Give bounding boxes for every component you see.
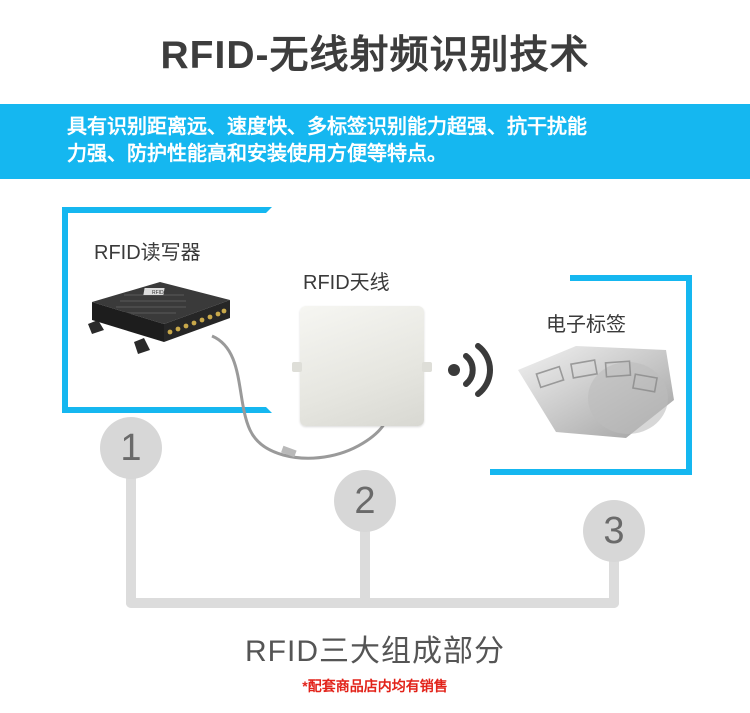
feature-description: 具有识别距离远、速度快、多标签识别能力超强、抗干扰能 力强、防护性能高和安装使用…: [67, 114, 707, 168]
tag-frame-bottom: [490, 469, 692, 475]
step-2-badge: 2: [334, 470, 396, 532]
wireless-signal-icon: [448, 343, 493, 397]
feature-line-2: 力强、防护性能高和安装使用方便等特点。: [67, 143, 447, 165]
step-3-badge: 3: [583, 500, 645, 562]
feature-banner: 具有识别距离远、速度快、多标签识别能力超强、抗干扰能 力强、防护性能高和安装使用…: [0, 104, 750, 179]
feature-line-1: 具有识别距离远、速度快、多标签识别能力超强、抗干扰能: [67, 116, 587, 138]
rfid-tag-image: [518, 346, 674, 438]
reader-frame-top: [62, 207, 266, 213]
page-title: RFID-无线射频识别技术: [160, 34, 590, 77]
tag-label: 电子标签: [546, 314, 626, 336]
rfid-antenna-image: [292, 306, 432, 426]
tag-frame-top: [570, 275, 692, 281]
rfid-reader-image: RFID: [88, 282, 230, 354]
antenna-label: RFID天线: [303, 272, 390, 294]
components-title: RFID三大组成部分: [245, 635, 505, 668]
tag-frame-side: [686, 275, 692, 475]
reader-label: RFID读写器: [94, 242, 201, 264]
step-1-badge: 1: [100, 417, 162, 479]
reader-nameplate: RFID: [143, 288, 165, 296]
svg-text:RFID: RFID: [152, 290, 164, 296]
footnote: *配套商品店内均有销售: [302, 678, 448, 694]
